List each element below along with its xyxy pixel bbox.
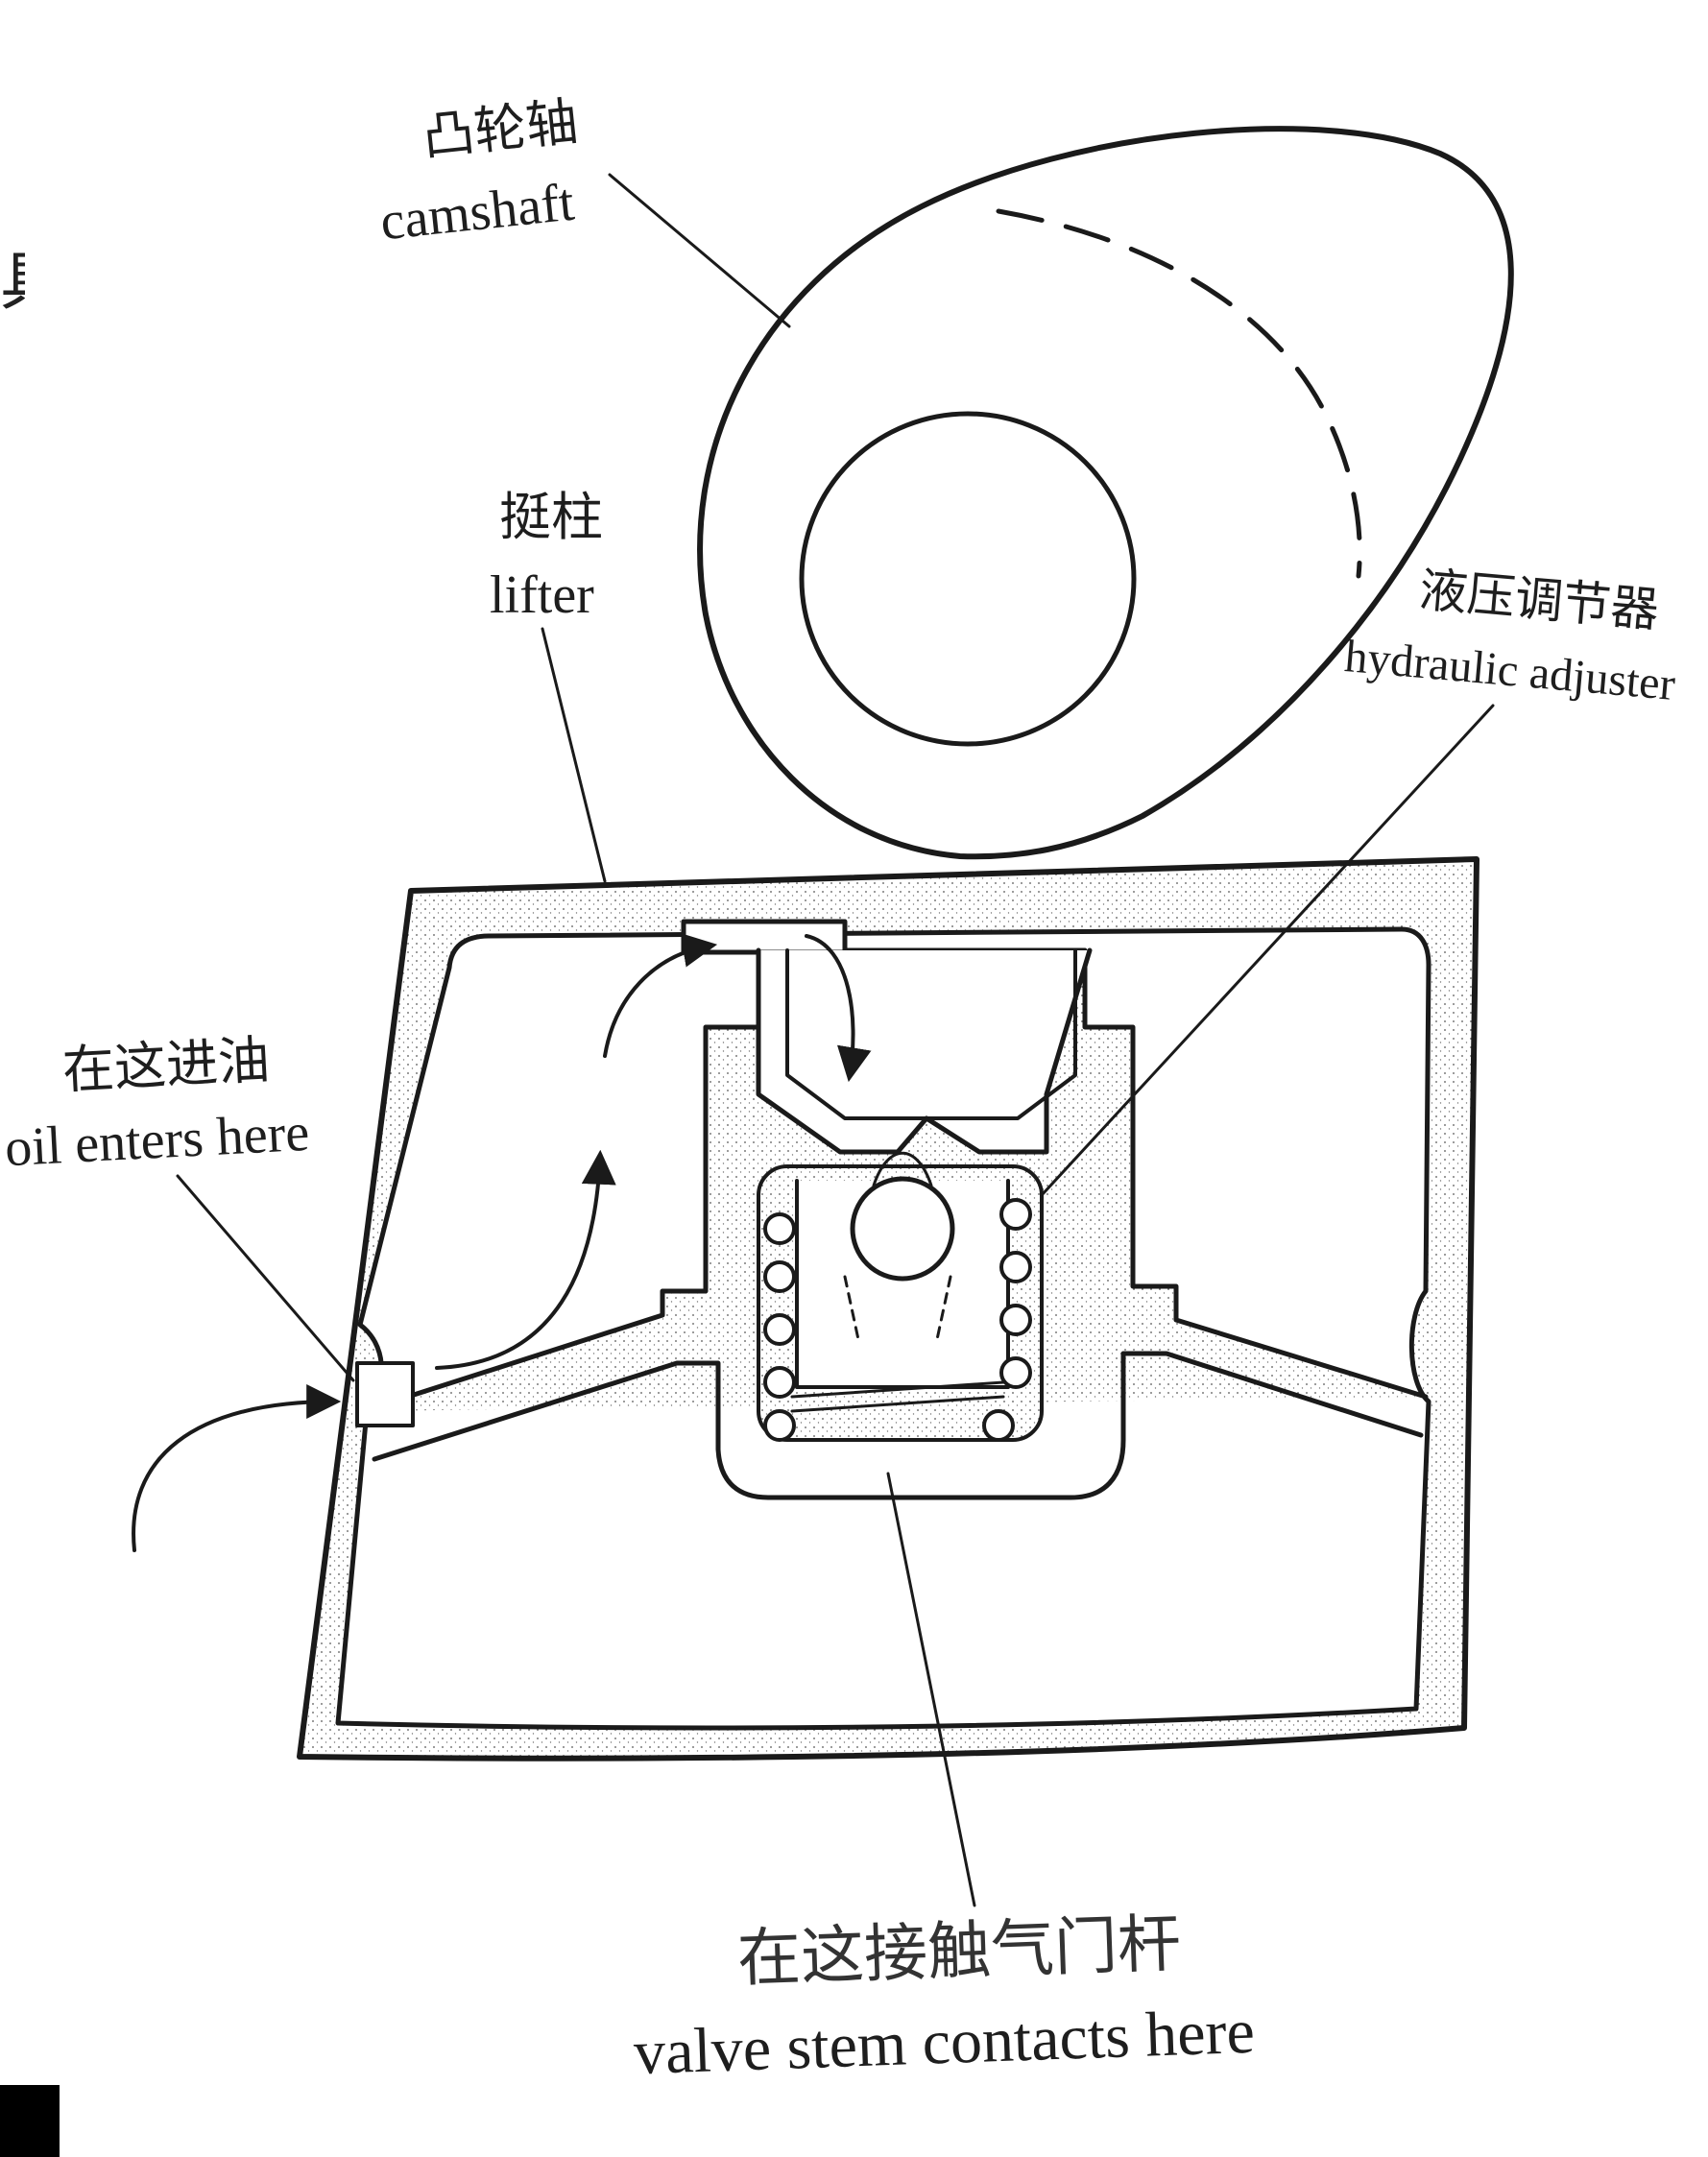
oil-inlet-slot <box>355 1361 415 1427</box>
leader-lifter <box>541 627 607 883</box>
lifter-label-zh: 挺柱 <box>499 487 603 547</box>
camshaft-base-circle <box>799 411 1137 747</box>
leader-hydraulic-adjuster <box>1040 704 1495 1197</box>
camshaft-dashed-profile <box>996 208 1362 579</box>
valve-stem-label-zh: 在这接触气门杆 <box>735 1905 1183 1997</box>
leader-oil-inlet <box>176 1174 355 1382</box>
oil-inflow-arrow <box>132 1384 342 1552</box>
check-ball <box>850 1176 955 1282</box>
oil-flow-down-arrow <box>805 934 872 1083</box>
oil-flow-up-arrow <box>435 1149 616 1370</box>
leader-valve-stem <box>886 1472 976 1907</box>
leader-camshaft <box>608 173 791 328</box>
camshaft-label-zh: 凸轮轴 <box>420 90 581 168</box>
spring-coils <box>763 1198 1032 1442</box>
camshaft-lobe <box>697 126 1514 860</box>
margin-glyph: 具 <box>0 230 25 323</box>
plunger <box>756 947 1093 1155</box>
corner-black-mark <box>0 2085 60 2157</box>
oil-flow-rise-arrow <box>603 932 718 1058</box>
lifter-label-en: lifter <box>490 565 594 625</box>
hydraulic-adjuster <box>757 1151 1044 1442</box>
oil-inlet-label-zh: 在这进油 <box>60 1029 272 1101</box>
leader-lines <box>176 173 1495 1907</box>
oil-flow-arrows <box>132 932 872 1552</box>
